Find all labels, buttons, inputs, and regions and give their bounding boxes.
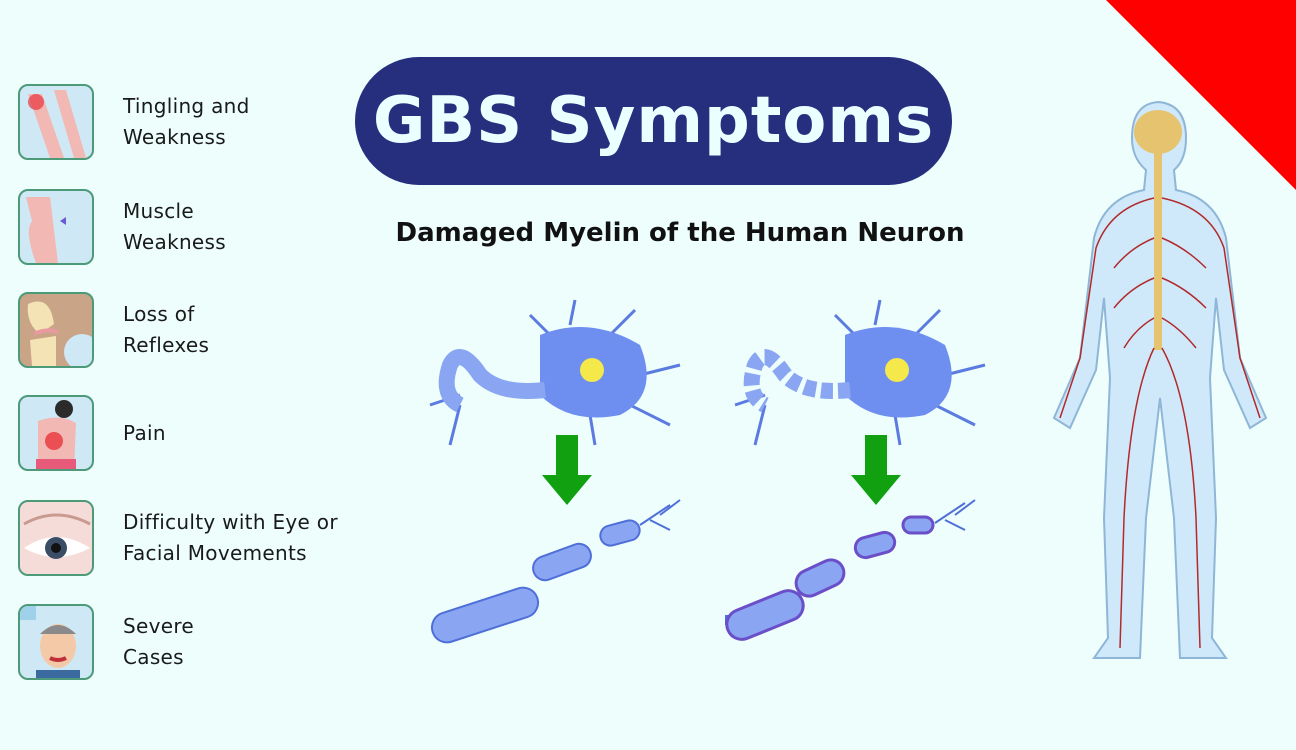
symptom-severe-cases: Severe Cases bbox=[18, 604, 194, 680]
healthy-neuron-illustration bbox=[429, 299, 681, 644]
damaged-neuron-illustration bbox=[725, 299, 986, 641]
down-arrow-icon bbox=[542, 435, 592, 505]
symptom-tingling: Tingling and Weakness bbox=[18, 84, 250, 160]
tingling-legs-icon bbox=[18, 84, 94, 160]
symptom-loss-of-reflexes: Loss of Reflexes bbox=[18, 292, 209, 368]
symptom-label: Severe Cases bbox=[123, 614, 195, 669]
subtitle: Damaged Myelin of the Human Neuron bbox=[395, 218, 965, 248]
symptom-label: Tingling and Weakness bbox=[123, 94, 250, 149]
symptom-label: Difficulty with Eye or Facial Movements bbox=[123, 510, 338, 565]
down-arrow-icon bbox=[851, 435, 901, 505]
back-pain-icon bbox=[18, 395, 94, 471]
eye-icon bbox=[18, 500, 94, 576]
symptom-pain: Pain bbox=[18, 395, 166, 471]
symptom-label: Muscle Weakness bbox=[123, 199, 226, 254]
title-banner: GBS Symptoms bbox=[355, 57, 952, 185]
human-nervous-system-illustration bbox=[1052, 100, 1268, 659]
symptom-label: Loss of Reflexes bbox=[123, 302, 210, 357]
page-title: GBS Symptoms bbox=[372, 84, 935, 158]
symptom-eye-facial: Difficulty with Eye or Facial Movements bbox=[18, 500, 338, 576]
muscle-weakness-icon bbox=[18, 189, 94, 265]
knee-joint-icon bbox=[18, 292, 94, 368]
symptom-label: Pain bbox=[123, 420, 166, 445]
sick-person-icon bbox=[18, 604, 94, 680]
symptom-muscle-weakness: Muscle Weakness bbox=[18, 189, 226, 265]
